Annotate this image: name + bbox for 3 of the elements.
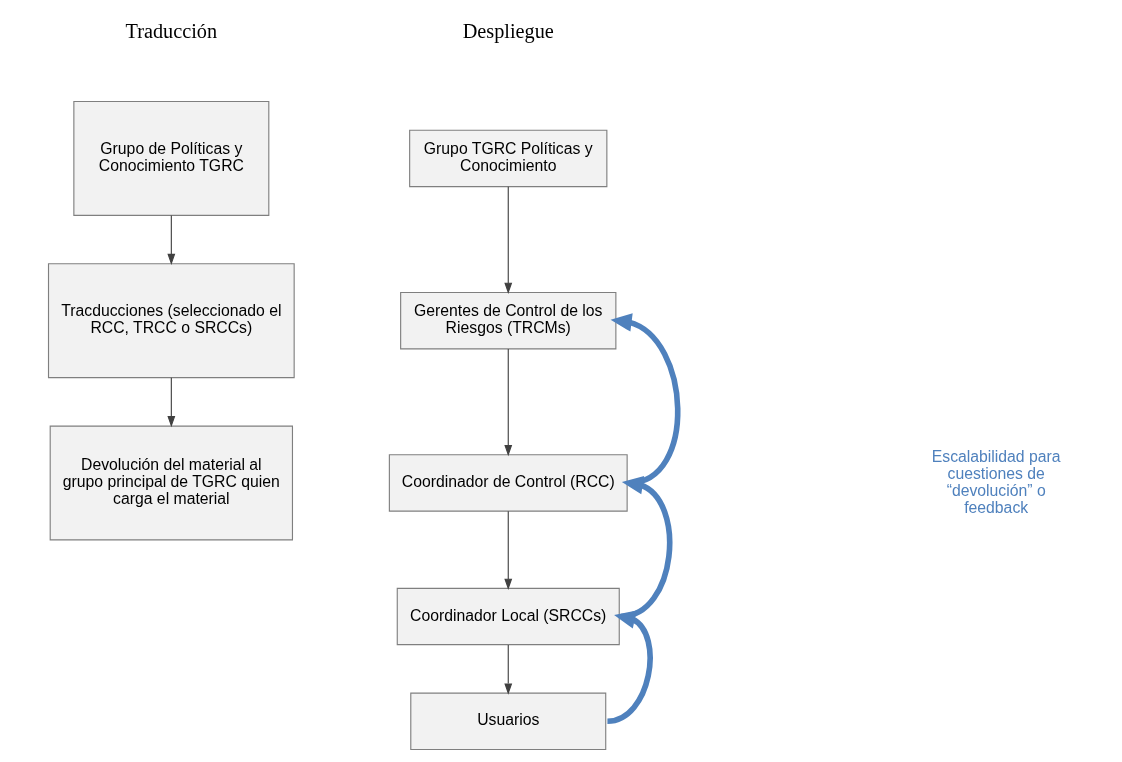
- label: Despliegue: [462, 19, 554, 42]
- label: Traducción: [125, 19, 217, 42]
- label: Escalabilidad para cuestiones de “devolución” o feedback: [931, 447, 1061, 516]
